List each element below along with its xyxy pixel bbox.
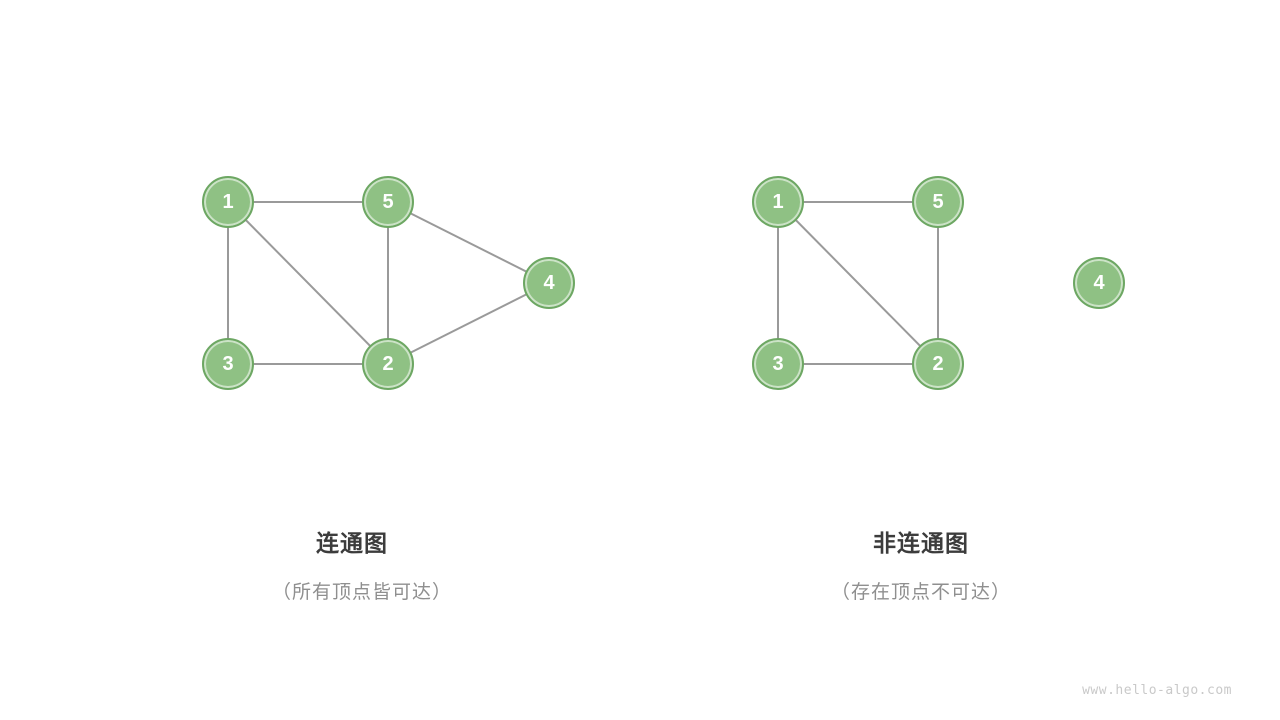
disconnected-graph-subtitle: （存在顶点不可达） <box>830 582 1011 603</box>
graph-disconnected-node-1: 1 <box>752 176 804 228</box>
graph-connected-node-4: 4 <box>523 257 575 309</box>
graph-connected-node-5: 5 <box>362 176 414 228</box>
connected-graph-title: 连通图 <box>316 530 388 556</box>
disconnected-graph-title: 非连通图 <box>873 530 969 556</box>
edge-connected-2-4 <box>387 282 550 365</box>
edge-disconnected-1-2 <box>777 201 939 365</box>
connected-graph-subtitle: （所有顶点皆可达） <box>271 582 452 603</box>
edge-connected-1-2 <box>227 201 389 365</box>
watermark-url: www.hello-algo.com <box>1082 683 1232 698</box>
graph-disconnected-node-3: 3 <box>752 338 804 390</box>
graph-disconnected-node-5: 5 <box>912 176 964 228</box>
graph-connected-node-3: 3 <box>202 338 254 390</box>
graph-connected-node-2: 2 <box>362 338 414 390</box>
graph-disconnected-node-2: 2 <box>912 338 964 390</box>
graph-connected-node-1: 1 <box>202 176 254 228</box>
edge-connected-5-4 <box>387 201 550 284</box>
graph-disconnected-node-4: 4 <box>1073 257 1125 309</box>
